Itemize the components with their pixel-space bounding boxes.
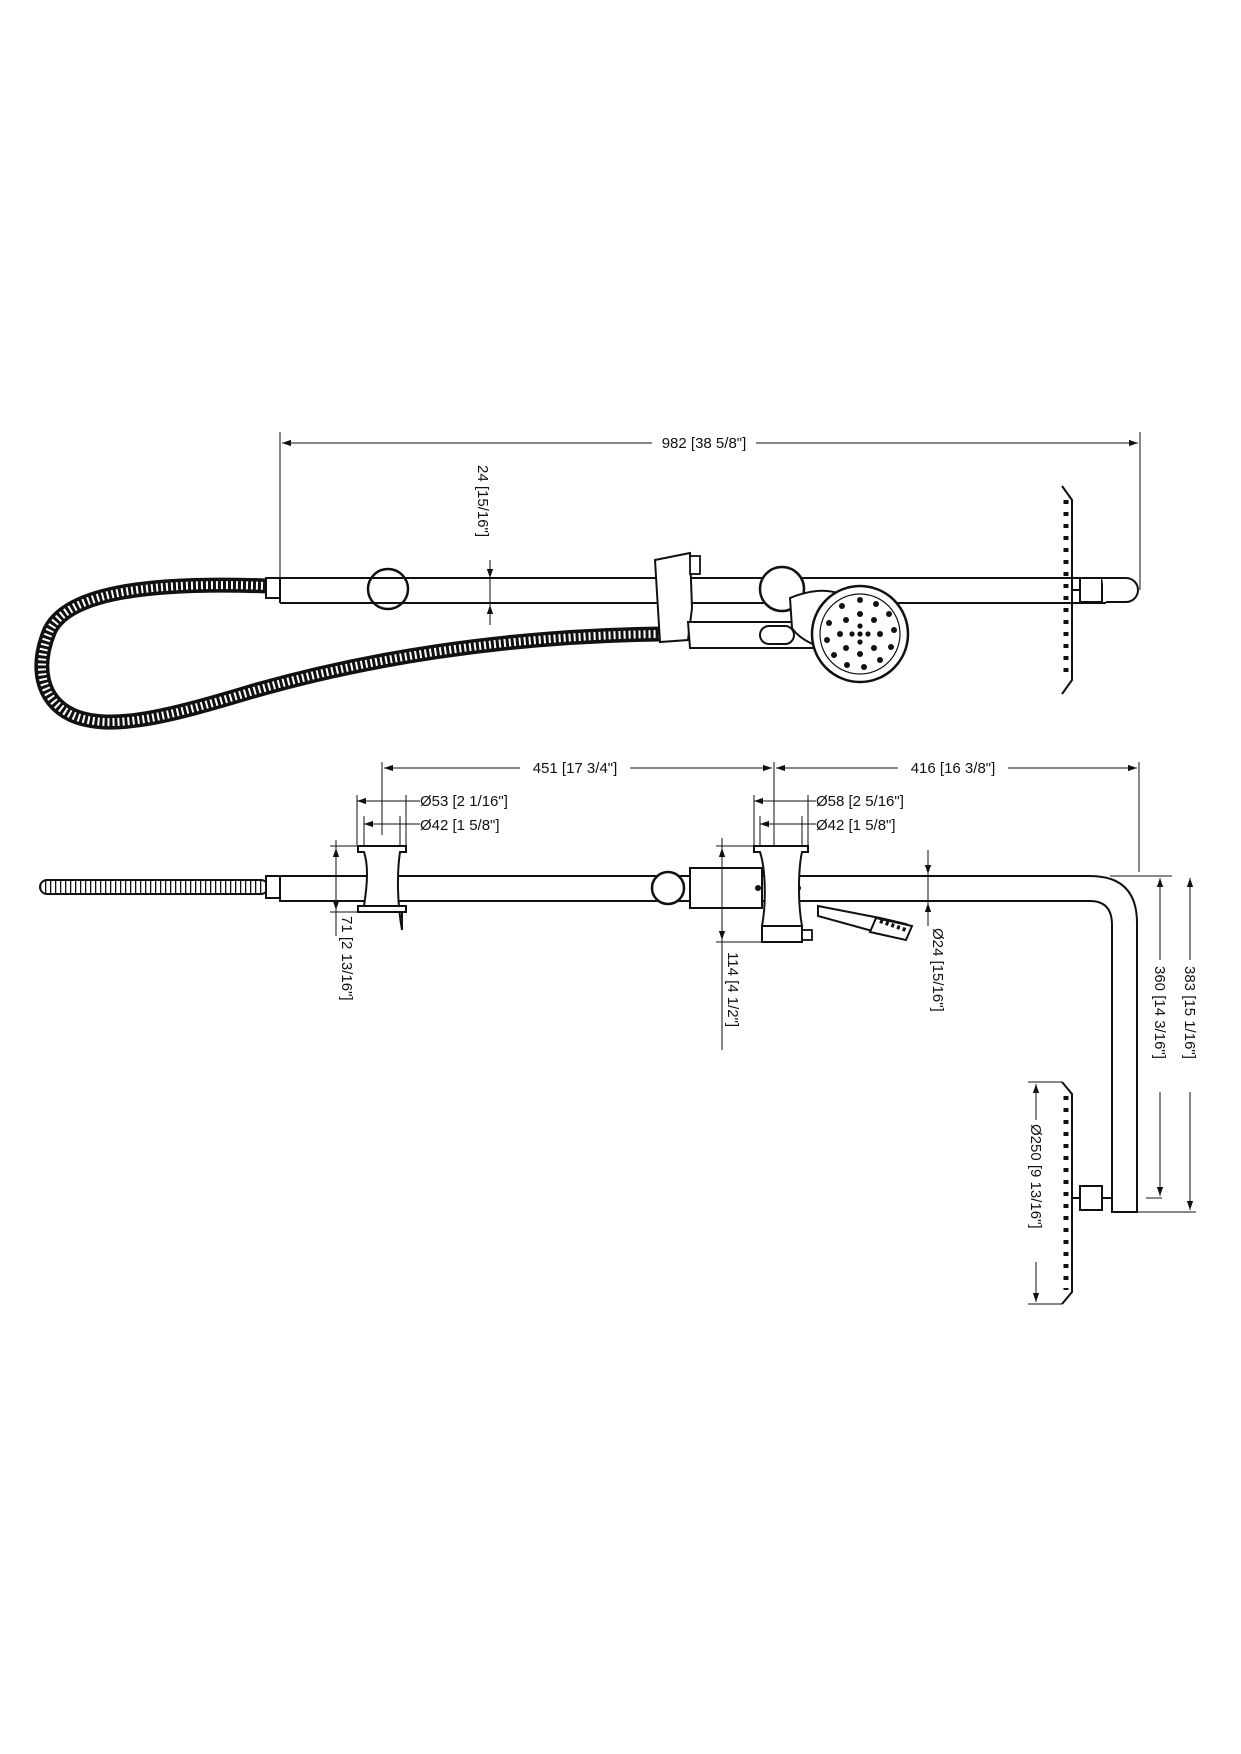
overall-length-dimension: 982 [38 5/8"] xyxy=(279,432,1141,600)
rail-top xyxy=(279,577,1108,604)
arm-drop-dimensions: 360 [14 3/16"] 383 [15 1/16"] xyxy=(1110,875,1200,1213)
top-view: 982 [38 5/8"] 24 [15/16"] xyxy=(34,432,1141,730)
lower-bracket-outer-label: Ø53 [2 1/16"] xyxy=(420,793,508,810)
slide-holder-side xyxy=(650,867,801,909)
upper-bracket-diameter-callouts: Ø58 [2 5/16"] Ø42 [1 5/8"] xyxy=(753,793,904,845)
upper-bracket-projection-label: 114 [4 1/2"] xyxy=(724,952,741,1027)
lower-bracket-inner-label: Ø42 [1 5/8"] xyxy=(420,817,500,834)
rail-side xyxy=(279,875,1138,1213)
lower-bracket-projection-label: 71 [2 13/16"] xyxy=(338,916,355,1001)
overall-length-label: 982 [38 5/8"] xyxy=(662,435,747,452)
hose-side xyxy=(39,879,269,895)
upper-bracket-outer-label: Ø58 [2 5/16"] xyxy=(816,793,904,810)
hose-connector-top xyxy=(265,577,281,599)
wall-bracket-left-side: 71 [2 13/16"] xyxy=(330,840,407,1001)
hose-connector-side xyxy=(265,875,281,899)
wall-bracket-left-top xyxy=(366,567,410,611)
wall-bracket-right-side: 114 [4 1/2"] xyxy=(716,838,813,1050)
rail-diameter-label-top: 24 [15/16"] xyxy=(474,465,491,537)
span-right-label: 416 [16 3/8"] xyxy=(911,760,996,777)
rail-diameter-dimension: 24 [15/16"] xyxy=(474,465,494,625)
overhead-shower-top xyxy=(1061,485,1139,695)
rail-diameter-side-label: Ø24 [15/16"] xyxy=(929,928,946,1012)
upper-bracket-inner-label: Ø42 [1 5/8"] xyxy=(816,817,896,834)
hand-shower-head-top xyxy=(788,584,910,684)
arm-drop-overall-label: 383 [15 1/16"] xyxy=(1181,966,1198,1059)
rail-diameter-side-dimension: Ø24 [15/16"] xyxy=(918,850,946,1012)
slide-holder-top xyxy=(653,551,821,649)
nozzle-pattern xyxy=(824,597,897,670)
overhead-diameter-label: Ø250 [9 13/16"] xyxy=(1027,1124,1044,1229)
overhead-shower-side: Ø250 [9 13/16"] xyxy=(1026,1081,1112,1305)
lower-bracket-diameter-callouts: Ø53 [2 1/16"] Ø42 [1 5/8"] xyxy=(356,793,508,845)
hand-shower-side xyxy=(817,904,914,942)
span-left-label: 451 [17 3/4"] xyxy=(533,760,618,777)
arm-drop-label: 360 [14 3/16"] xyxy=(1151,966,1168,1059)
hose-top xyxy=(34,577,661,730)
side-view: 451 [17 3/4"] 416 [16 3/8"] Ø53 [2 1/16"… xyxy=(39,757,1200,1305)
span-dimensions: 451 [17 3/4"] 416 [16 3/8"] xyxy=(381,757,1140,872)
